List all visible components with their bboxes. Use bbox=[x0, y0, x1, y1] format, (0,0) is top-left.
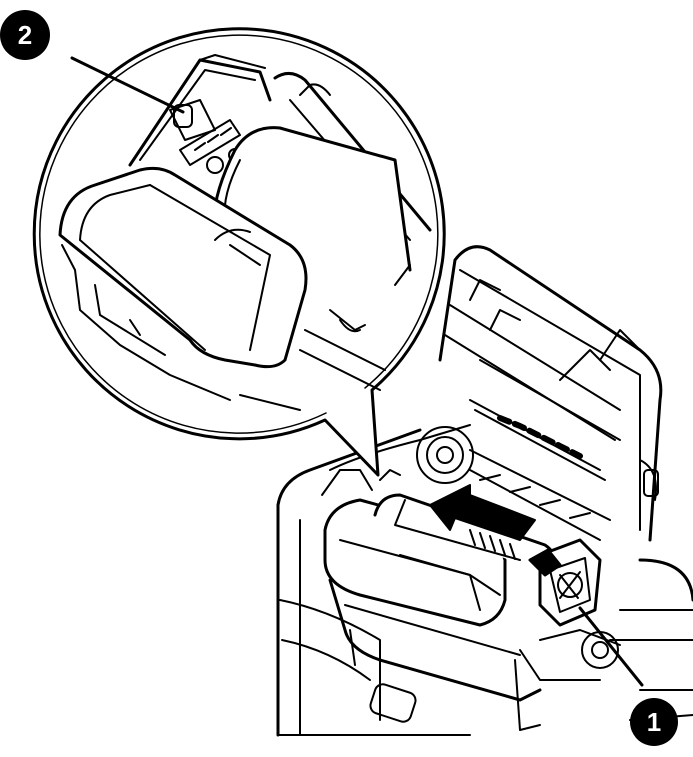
zoom-detail-balloon bbox=[32, 27, 446, 477]
callout-1-label: 1 bbox=[647, 707, 661, 737]
callout-1: 1 bbox=[630, 698, 678, 746]
leader-lines bbox=[70, 56, 644, 687]
magnified-drum-cartridge bbox=[58, 54, 432, 411]
callout-2: 2 bbox=[0, 10, 50, 60]
insertion-direction-arrow bbox=[429, 484, 536, 541]
callout-2-label: 2 bbox=[18, 20, 32, 50]
drum-cartridge bbox=[323, 493, 621, 731]
printer-interior bbox=[416, 426, 611, 541]
open-top-cover bbox=[438, 245, 663, 542]
